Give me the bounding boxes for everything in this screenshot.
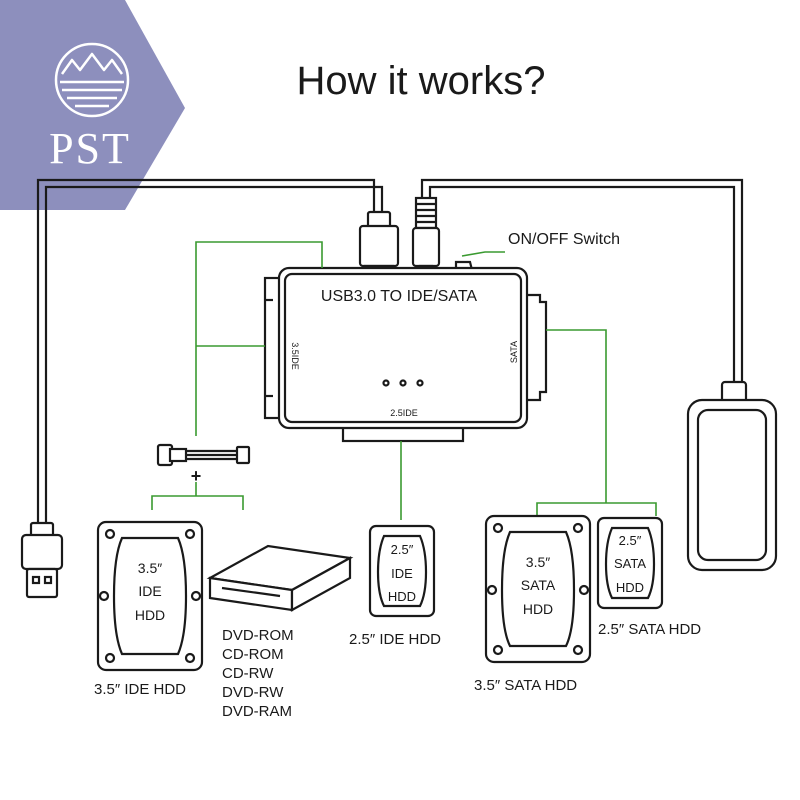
hdd-ide35-line3: HDD bbox=[135, 607, 165, 623]
optical-drive-list: DVD-ROM CD-ROM CD-RW DVD-RW DVD-RAM bbox=[222, 627, 294, 720]
power-cable bbox=[420, 178, 744, 384]
hdd-sata35-line1: 3.5″ bbox=[526, 554, 550, 570]
hdd-ide25-line1: 2.5″ bbox=[391, 542, 414, 557]
link-power-to-ide35 bbox=[195, 241, 323, 436]
hdd-ide25-line2: IDE bbox=[391, 566, 413, 581]
usb-cable bbox=[36, 178, 376, 525]
hdd-ide35-line2: IDE bbox=[138, 583, 161, 599]
optical-item-4: DVD-RAM bbox=[222, 703, 292, 720]
adapter-port-sata-label: SATA bbox=[509, 341, 519, 363]
link-ide35-bracket bbox=[151, 495, 244, 510]
diagram-title: How it works? bbox=[297, 59, 546, 103]
hdd-sata35-caption: 3.5″ SATA HDD bbox=[474, 677, 577, 694]
hdd-sata25-caption: 2.5″ SATA HDD bbox=[598, 621, 701, 638]
switch-label: ON/OFF Switch bbox=[508, 231, 620, 248]
logo-text: PST bbox=[49, 124, 131, 173]
hdd-sata35: 3.5″ SATA HDD bbox=[484, 514, 592, 664]
hdd-sata25-line3: HDD bbox=[616, 580, 644, 595]
power-plus-sign: + bbox=[191, 466, 202, 486]
usb-a-plug-icon bbox=[20, 521, 64, 599]
hdd-ide25: 2.5″ IDE HDD bbox=[368, 524, 436, 618]
hdd-sata25: 2.5″ SATA HDD bbox=[596, 516, 664, 610]
usb-b-plug-icon bbox=[358, 210, 400, 274]
hdd-ide35-caption: 3.5″ IDE HDD bbox=[94, 681, 186, 698]
hdd-ide35: 3.5″ IDE HDD bbox=[96, 520, 204, 672]
hdd-ide25-caption: 2.5″ IDE HDD bbox=[349, 631, 441, 648]
optical-drive-icon bbox=[206, 544, 354, 612]
switch-leader-line bbox=[461, 251, 505, 257]
molex-power-connector-icon: + bbox=[156, 443, 251, 486]
hdd-sata35-line2: SATA bbox=[521, 577, 556, 593]
hdd-ide35-line1: 3.5″ bbox=[138, 560, 162, 576]
hdd-sata25-line2: SATA bbox=[614, 556, 646, 571]
adapter-label: USB3.0 TO IDE/SATA bbox=[321, 288, 478, 305]
adapter-port-ide35-label: 3.5IDE bbox=[290, 342, 300, 370]
adapter-port-ide25-label: 2.5IDE bbox=[390, 408, 418, 418]
hdd-sata35-line3: HDD bbox=[523, 601, 553, 617]
optical-item-3: DVD-RW bbox=[222, 684, 284, 701]
optical-item-2: CD-RW bbox=[222, 665, 274, 682]
link-sata bbox=[546, 329, 607, 503]
hdd-ide25-line3: HDD bbox=[388, 589, 416, 604]
hdd-sata25-line1: 2.5″ bbox=[619, 533, 642, 548]
optical-item-0: DVD-ROM bbox=[222, 627, 294, 644]
dc-barrel-plug-icon bbox=[411, 196, 441, 274]
brand-logo: PST bbox=[0, 0, 185, 210]
usb-ide-sata-adapter: USB3.0 TO IDE/SATA 3.5IDE SATA 2.5IDE bbox=[263, 266, 548, 443]
optical-item-1: CD-ROM bbox=[222, 646, 284, 663]
mountain-logo-icon bbox=[54, 42, 130, 118]
power-adapter-icon bbox=[686, 380, 778, 572]
link-sata-bracket bbox=[536, 502, 657, 516]
status-leds bbox=[382, 379, 424, 387]
